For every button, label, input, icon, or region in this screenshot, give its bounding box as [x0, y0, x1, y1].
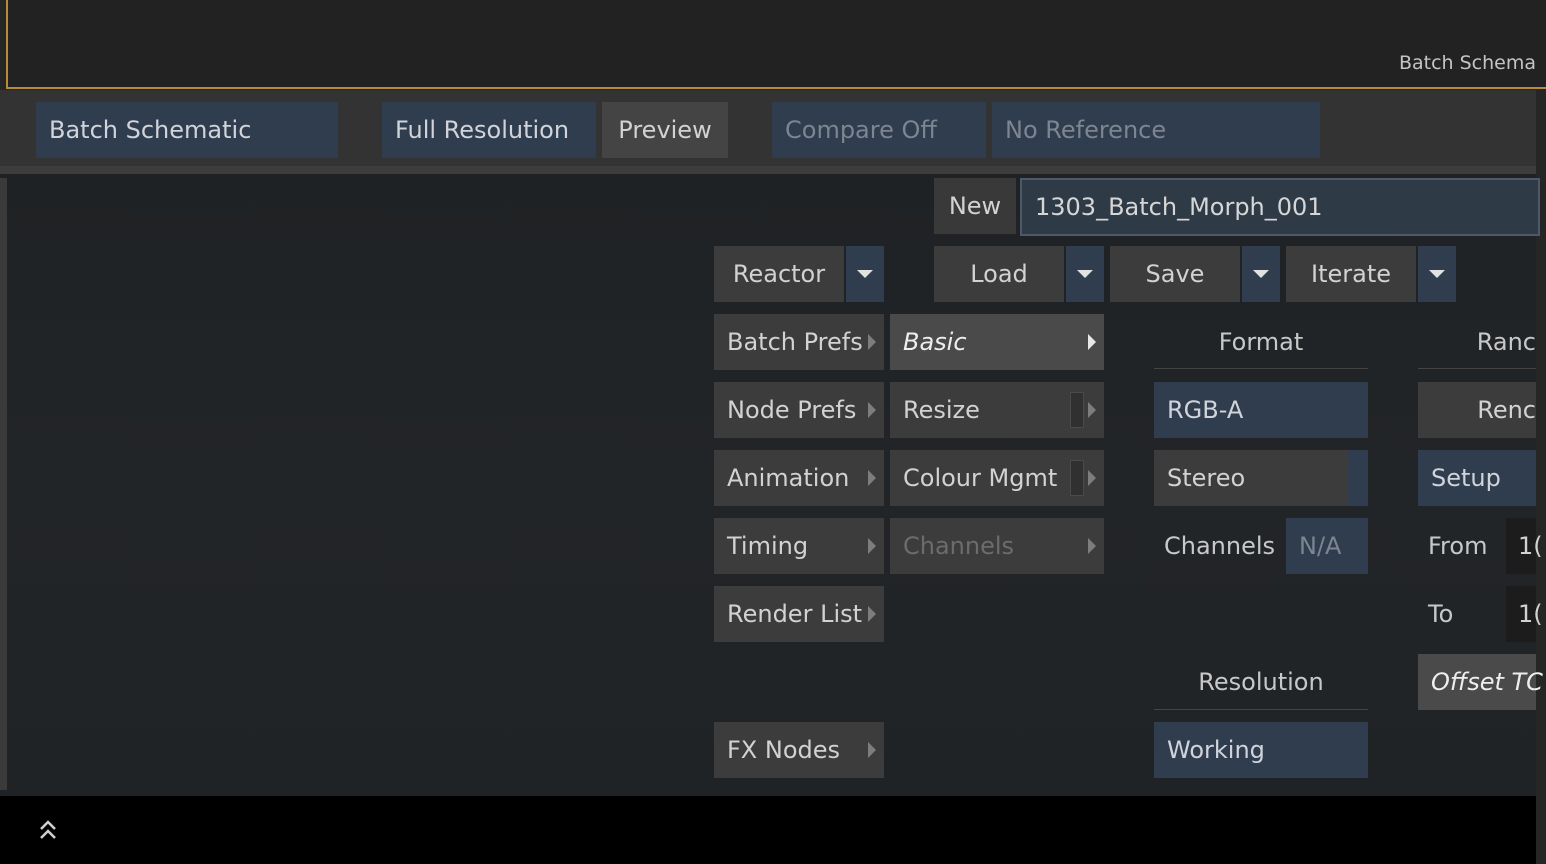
- menu-render-list[interactable]: Render List: [714, 586, 884, 642]
- toggle-slot[interactable]: [1070, 460, 1084, 496]
- from-label: From: [1428, 532, 1488, 560]
- to-field[interactable]: 1(: [1506, 586, 1543, 642]
- dropdown-arrow-icon: [857, 270, 873, 278]
- submenu-basic-label: Basic: [903, 328, 967, 356]
- submenu-basic[interactable]: Basic: [890, 314, 1104, 370]
- menu-node-prefs[interactable]: Node Prefs: [714, 382, 884, 438]
- stereo-button[interactable]: Stereo: [1154, 450, 1368, 506]
- format-mode-button[interactable]: RGB-A: [1154, 382, 1368, 438]
- save-dropdown[interactable]: [1242, 246, 1280, 302]
- submenu-arrow-icon: [868, 538, 876, 554]
- submenu-arrow-icon: [868, 470, 876, 486]
- submenu-arrow-icon: [868, 606, 876, 622]
- stereo-toggle[interactable]: [1348, 450, 1368, 506]
- resolution-button[interactable]: Working: [1154, 722, 1368, 778]
- double-chevron-up-icon[interactable]: [38, 818, 58, 842]
- submenu-colour-mgmt[interactable]: Colour Mgmt: [890, 450, 1104, 506]
- format-header: Format: [1218, 328, 1304, 356]
- menu-animation-label: Animation: [727, 464, 850, 492]
- viewer-panel: [6, 0, 1546, 89]
- preview-button[interactable]: Preview: [602, 102, 728, 158]
- submenu-arrow-icon: [1088, 402, 1096, 418]
- menu-fx-nodes-label: FX Nodes: [727, 736, 841, 764]
- range-header: Ranc: [1476, 328, 1536, 356]
- format-divider: [1154, 368, 1368, 369]
- reactor-button[interactable]: Reactor: [714, 246, 844, 302]
- setup-button[interactable]: Setup: [1418, 450, 1536, 506]
- resolution-header: Resolution: [1198, 668, 1324, 696]
- offset-tc-button[interactable]: Offset TC: [1418, 654, 1543, 710]
- toggle-slot[interactable]: [1070, 392, 1084, 428]
- dropdown-arrow-icon: [1429, 270, 1445, 278]
- resolution-divider: [1154, 709, 1368, 710]
- channels-label: Channels: [1164, 532, 1276, 560]
- menu-fx-nodes[interactable]: FX Nodes: [714, 722, 884, 778]
- submenu-channels-label: Channels: [903, 532, 1015, 560]
- submenu-arrow-icon: [868, 742, 876, 758]
- submenu-channels[interactable]: Channels: [890, 518, 1104, 574]
- menu-node-prefs-label: Node Prefs: [727, 396, 857, 424]
- compare-button[interactable]: Compare Off: [772, 102, 986, 158]
- batch-schematic-button[interactable]: Batch Schematic: [36, 102, 338, 158]
- new-setup-button[interactable]: New: [934, 178, 1016, 234]
- submenu-colour-mgmt-label: Colour Mgmt: [903, 464, 1058, 492]
- reference-button[interactable]: No Reference: [992, 102, 1320, 158]
- menu-render-list-label: Render List: [727, 600, 863, 628]
- menu-batch-prefs-label: Batch Prefs: [727, 328, 863, 356]
- to-label: To: [1428, 600, 1454, 628]
- load-button[interactable]: Load: [934, 246, 1064, 302]
- full-resolution-button[interactable]: Full Resolution: [382, 102, 596, 158]
- setup-name-field[interactable]: 1303_Batch_Morph_001: [1020, 178, 1540, 236]
- range-divider: [1418, 368, 1536, 369]
- viewer-label: Batch Schema: [1398, 52, 1536, 74]
- dropdown-arrow-icon: [1253, 270, 1269, 278]
- submenu-resize-label: Resize: [903, 396, 980, 424]
- left-edge-handle[interactable]: [0, 178, 7, 790]
- load-dropdown[interactable]: [1066, 246, 1104, 302]
- submenu-arrow-icon: [868, 334, 876, 350]
- submenu-arrow-icon: [1088, 470, 1096, 486]
- bottom-bar: [0, 796, 1536, 864]
- menu-timing-label: Timing: [727, 532, 809, 560]
- menu-timing[interactable]: Timing: [714, 518, 884, 574]
- submenu-arrow-icon: [1088, 334, 1096, 350]
- dropdown-arrow-icon: [1077, 270, 1093, 278]
- submenu-arrow-icon: [1088, 538, 1096, 554]
- menu-animation[interactable]: Animation: [714, 450, 884, 506]
- submenu-arrow-icon: [868, 402, 876, 418]
- toolbar-separator: [0, 166, 1536, 174]
- save-button[interactable]: Save: [1110, 246, 1240, 302]
- menu-batch-prefs[interactable]: Batch Prefs: [714, 314, 884, 370]
- iterate-dropdown[interactable]: [1418, 246, 1456, 302]
- submenu-resize[interactable]: Resize: [890, 382, 1104, 438]
- channels-value[interactable]: N/A: [1286, 518, 1368, 574]
- from-field[interactable]: 1(: [1506, 518, 1543, 574]
- render-button[interactable]: Renc: [1418, 382, 1536, 438]
- reactor-dropdown[interactable]: [846, 246, 884, 302]
- stereo-label: Stereo: [1167, 464, 1246, 492]
- iterate-button[interactable]: Iterate: [1286, 246, 1416, 302]
